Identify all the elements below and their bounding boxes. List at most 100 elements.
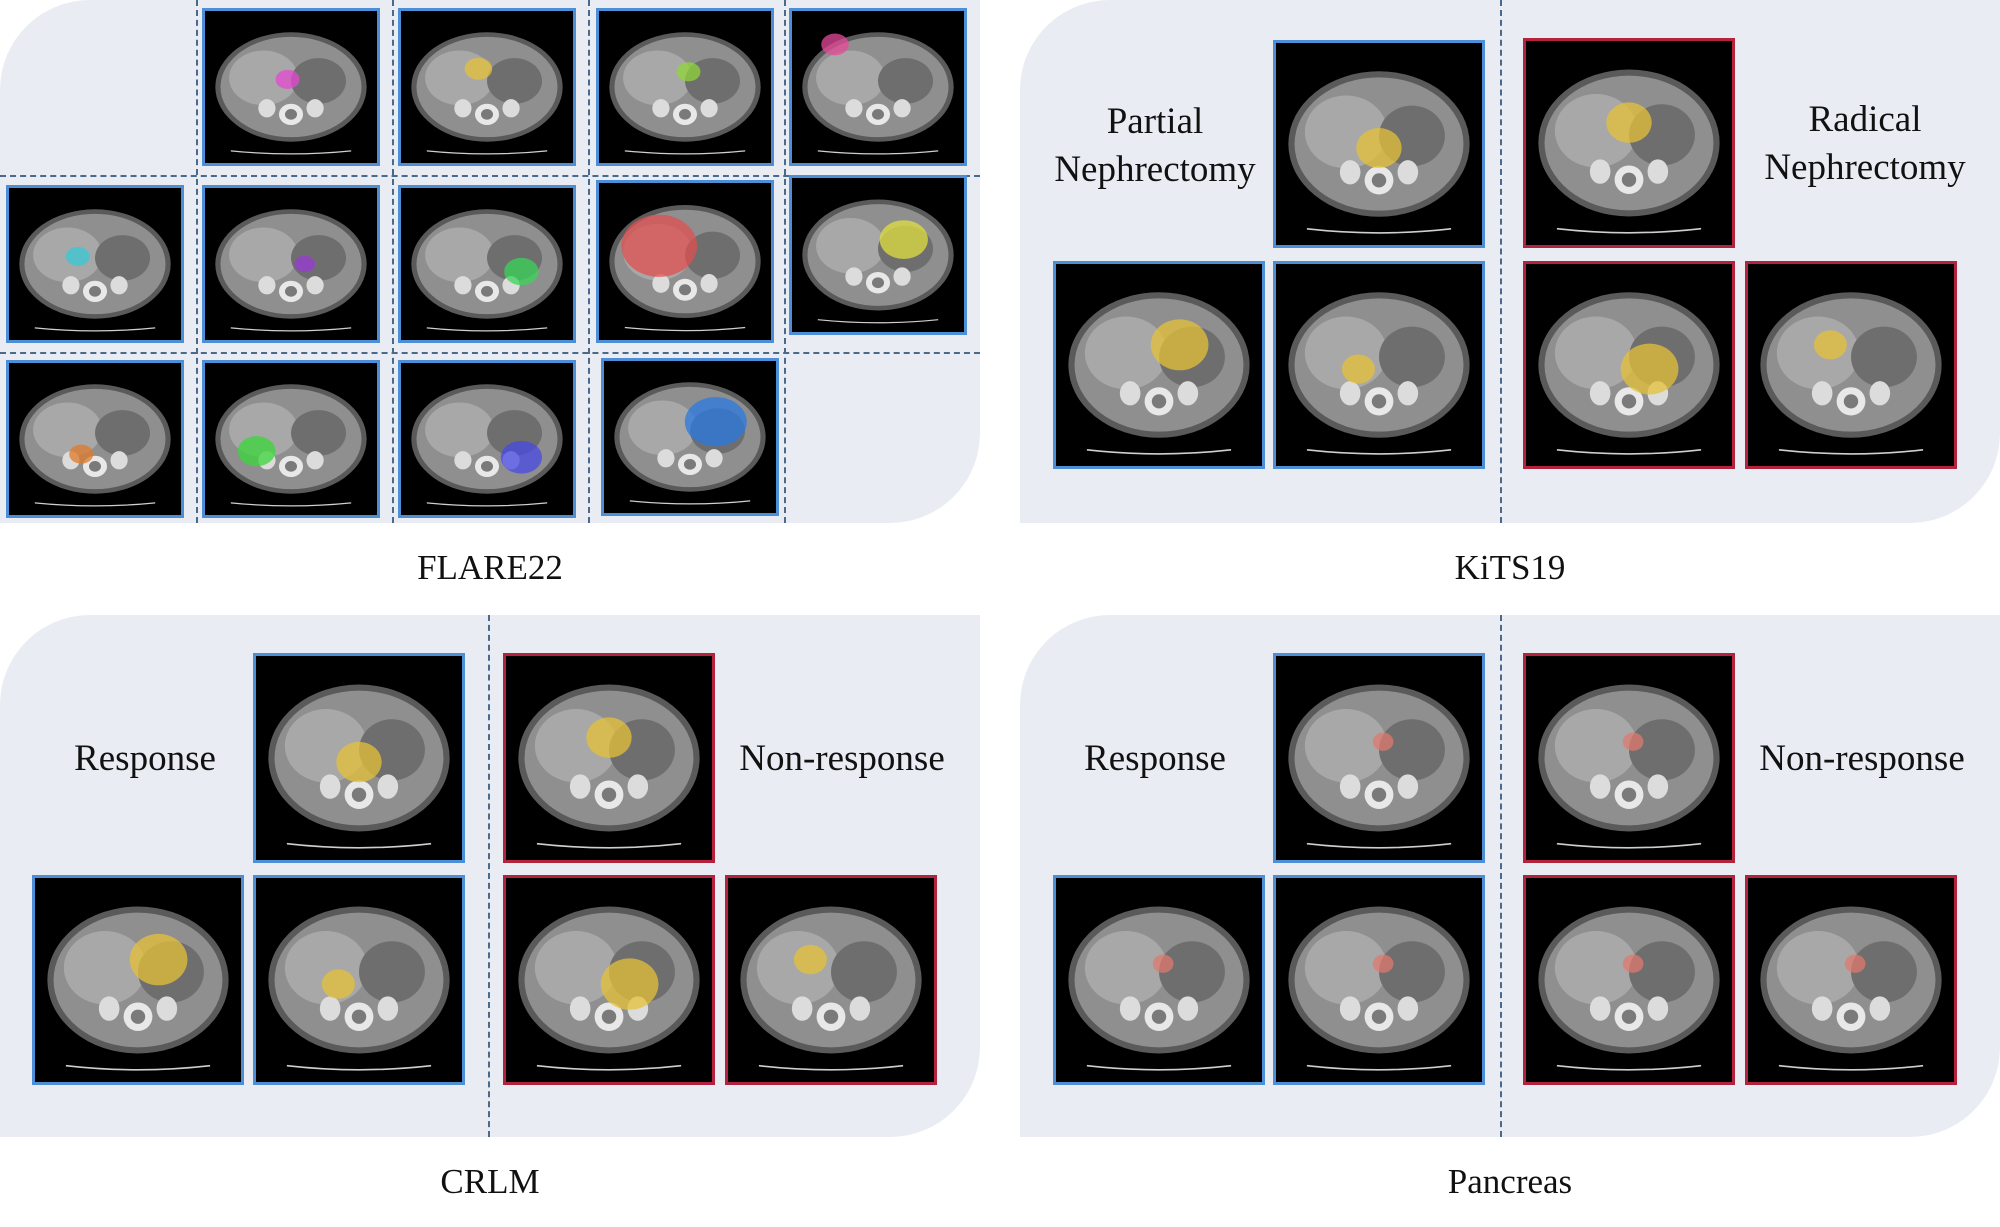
kits19-scan-2 (1053, 261, 1265, 469)
ct-slice-image (19, 384, 171, 507)
crlm-caption: CRLM (440, 1162, 540, 1201)
kits19-scan-5 (1523, 261, 1735, 469)
ct-slice-image (411, 32, 563, 155)
flare22-scan-3 (596, 8, 774, 166)
crlm-scan-6 (725, 875, 937, 1085)
pancreas-caption: Pancreas (1447, 1162, 1573, 1201)
flare22-scan-9 (789, 175, 967, 335)
segmentation-mask (237, 436, 276, 467)
pancreas-scan-4 (1523, 653, 1735, 863)
segmentation-mask (500, 440, 543, 474)
segmentation-mask (821, 33, 849, 56)
ct-slice-image (268, 906, 450, 1071)
ct-slice-image (47, 906, 229, 1071)
ct-slice-image (411, 209, 563, 332)
segmentation-mask (129, 933, 188, 986)
flare22-grid-line-6 (784, 0, 786, 523)
flare22-scan-10 (6, 360, 184, 518)
kits19-scan-3 (1273, 261, 1485, 469)
segmentation-mask (684, 397, 747, 447)
flare22-scan-7 (398, 185, 576, 343)
segmentation-mask (464, 57, 493, 80)
segmentation-mask (793, 944, 827, 975)
ct-slice-image (19, 209, 171, 332)
segmentation-mask (1356, 128, 1402, 169)
segmentation-mask (600, 958, 659, 1010)
segmentation-mask (1813, 330, 1847, 360)
segmentation-mask (321, 969, 355, 999)
kits19-caption: KiTS19 (1454, 548, 1566, 587)
ct-slice-image (1288, 906, 1470, 1071)
ct-slice-image (518, 906, 700, 1071)
kits19-label-left: Partial Nephrectomy (1054, 101, 1256, 190)
ct-slice-image (614, 382, 766, 505)
ct-slice-image (1760, 906, 1942, 1071)
pancreas-label-left: Response (1084, 738, 1226, 779)
pancreas-divider (1500, 615, 1502, 1137)
ct-slice-image (609, 204, 761, 332)
segmentation-mask (504, 257, 539, 286)
flare22-grid-line-3 (196, 0, 198, 523)
ct-slice-image (1538, 684, 1720, 849)
segmentation-mask (69, 444, 94, 464)
segmentation-mask (1620, 343, 1679, 395)
segmentation-mask (294, 255, 316, 273)
ct-slice-image (609, 32, 761, 155)
ct-slice-image (1538, 906, 1720, 1071)
ct-slice-image (215, 32, 367, 155)
flare22-scan-5 (6, 185, 184, 343)
flare22-scan-12 (398, 360, 576, 518)
ct-slice-image (268, 684, 450, 849)
ct-slice-image (1288, 292, 1470, 455)
ct-slice-image (1288, 71, 1470, 234)
segmentation-mask (1150, 319, 1209, 371)
ct-slice-image (411, 384, 563, 507)
segmentation-mask (1372, 732, 1394, 751)
crlm-divider (488, 615, 490, 1137)
pancreas-scan-5 (1523, 875, 1735, 1085)
flare22-caption: FLARE22 (417, 548, 563, 587)
segmentation-mask (621, 214, 698, 277)
pancreas-scan-2 (1053, 875, 1265, 1085)
segmentation-mask (1341, 354, 1375, 384)
flare22-scan-1 (202, 8, 380, 166)
ct-slice-image (1760, 292, 1942, 455)
flare22-scan-8 (596, 180, 774, 343)
segmentation-mask (275, 69, 300, 89)
segmentation-mask (1372, 954, 1394, 973)
pancreas-scan-6 (1745, 875, 1957, 1085)
ct-slice-image (740, 906, 922, 1071)
flare22-grid-line-4 (392, 0, 394, 523)
flare22-grid-line-5 (588, 0, 590, 523)
segmentation-mask (65, 246, 90, 266)
flare22-scan-2 (398, 8, 576, 166)
pancreas-scan-3 (1273, 875, 1485, 1085)
segmentation-mask (1152, 954, 1174, 973)
segmentation-mask (336, 741, 382, 783)
crlm-scan-1 (253, 653, 465, 863)
kits19-divider (1500, 0, 1502, 523)
segmentation-mask (1844, 954, 1866, 973)
segmentation-mask (1622, 954, 1644, 973)
ct-slice-image (215, 209, 367, 332)
crlm-scan-4 (503, 653, 715, 863)
segmentation-mask (879, 220, 928, 260)
crlm-scan-2 (32, 875, 244, 1085)
kits19-scan-6 (1745, 261, 1957, 469)
crlm-scan-5 (503, 875, 715, 1085)
ct-slice-image (1288, 684, 1470, 849)
flare22-scan-11 (202, 360, 380, 518)
segmentation-mask (1622, 732, 1644, 751)
flare22-grid-line-1 (0, 175, 980, 177)
ct-slice-image (1068, 906, 1250, 1071)
ct-slice-image (802, 32, 954, 155)
crlm-label-right: Non-response (739, 738, 945, 779)
flare22-scan-6 (202, 185, 380, 343)
crlm-label-left: Response (74, 738, 216, 779)
ct-slice-image (1538, 292, 1720, 455)
flare22-scan-4 (789, 8, 967, 166)
pancreas-scan-1 (1273, 653, 1485, 863)
flare22-grid-line-2 (0, 352, 980, 354)
kits19-scan-4 (1523, 38, 1735, 248)
kits19-label-right: Radical Nephrectomy (1764, 99, 1966, 188)
